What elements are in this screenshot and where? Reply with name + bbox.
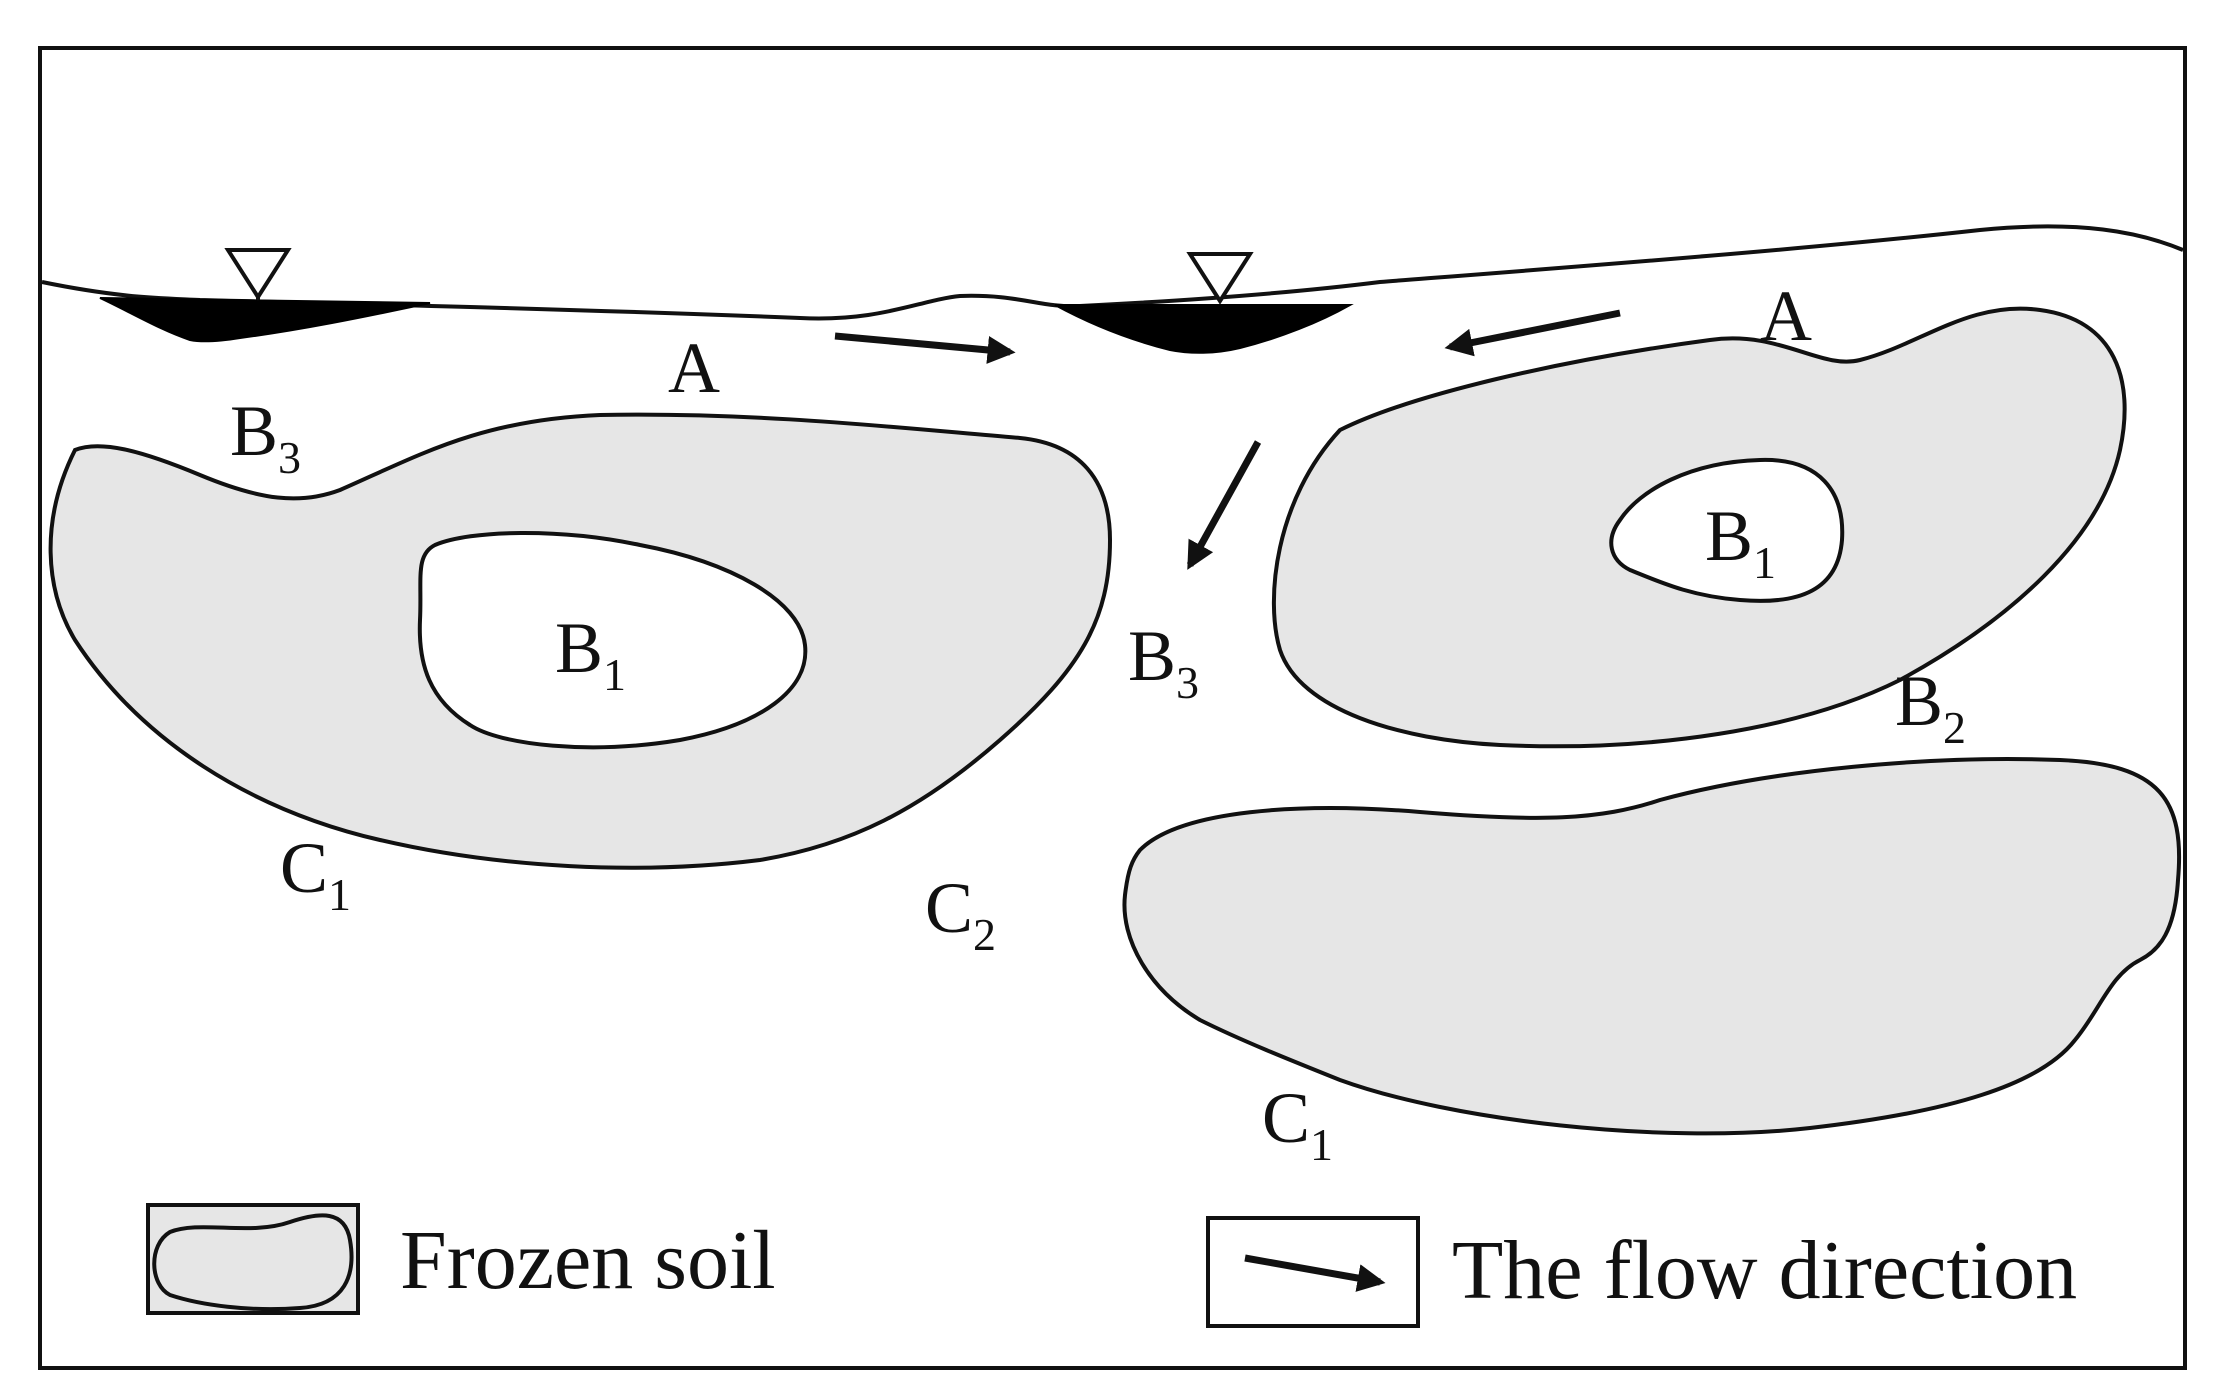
legend-flow-direction: The flow direction: [1206, 1216, 2077, 1328]
flow-arrow-icon: [1186, 440, 1262, 570]
legend-frozen-soil: Frozen soil: [146, 1203, 776, 1315]
label-a-right: A: [1760, 276, 1812, 356]
surface-water-left: [99, 297, 431, 343]
label-b2-right: B2: [1895, 661, 1966, 753]
flow-arrow-icon: [834, 332, 1016, 364]
label-b3-left: B3: [230, 391, 301, 483]
unfrozen-zone-b1-left: [417, 531, 808, 750]
frozen-soil-body-lower: [1122, 757, 2181, 1136]
legend-flow-direction-label: The flow direction: [1452, 1224, 2077, 1317]
flow-arrow-icon: [1244, 1254, 1386, 1292]
flow-arrow-icon: [1444, 309, 1621, 357]
label-b1-right: B1: [1705, 496, 1776, 588]
frozen-soil-icon: [152, 1213, 354, 1312]
label-a-left: A: [668, 328, 720, 408]
label-c1-left: C1: [280, 828, 351, 920]
water-level-icon: [224, 248, 292, 301]
label-b3-center: B3: [1128, 616, 1199, 708]
label-c2-center: C2: [925, 868, 996, 960]
label-c1-bottom: C1: [1262, 1078, 1333, 1170]
surface-water-center: [1054, 304, 1354, 354]
water-level-icon: [1186, 252, 1254, 305]
legend-frozen-soil-label: Frozen soil: [400, 1214, 776, 1307]
label-b1-left: B1: [555, 608, 626, 700]
unfrozen-zone-b1-right: [1609, 457, 1845, 603]
